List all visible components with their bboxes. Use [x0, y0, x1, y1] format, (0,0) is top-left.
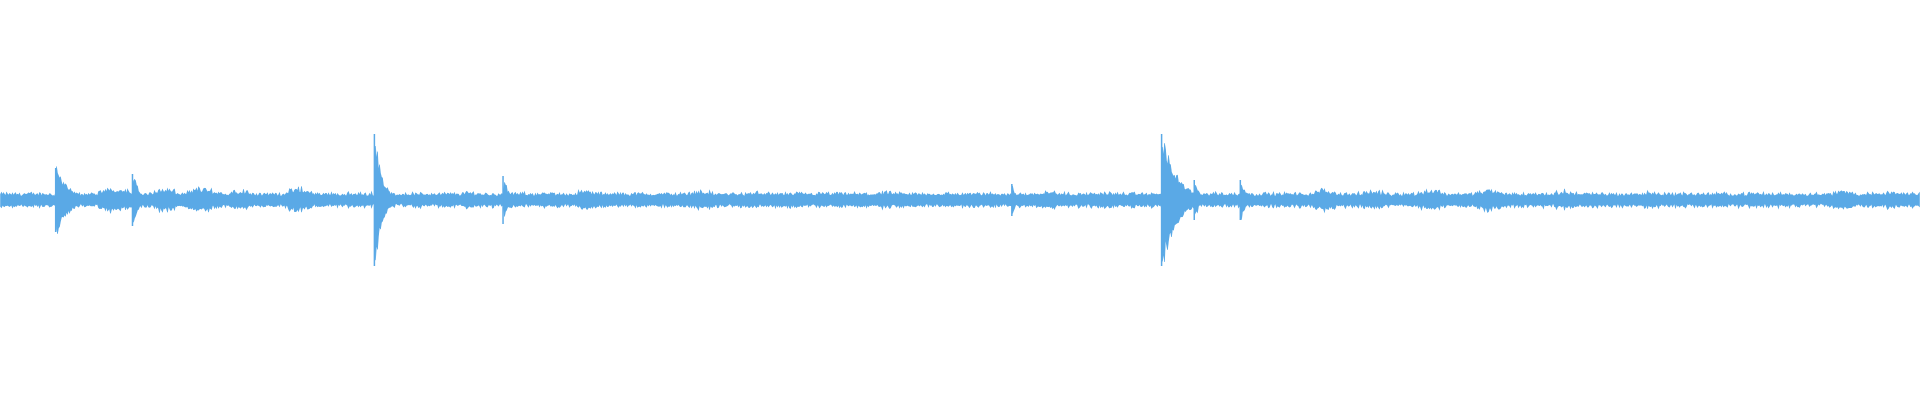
waveform-path	[0, 143, 1920, 263]
waveform-samples	[0, 134, 1920, 266]
